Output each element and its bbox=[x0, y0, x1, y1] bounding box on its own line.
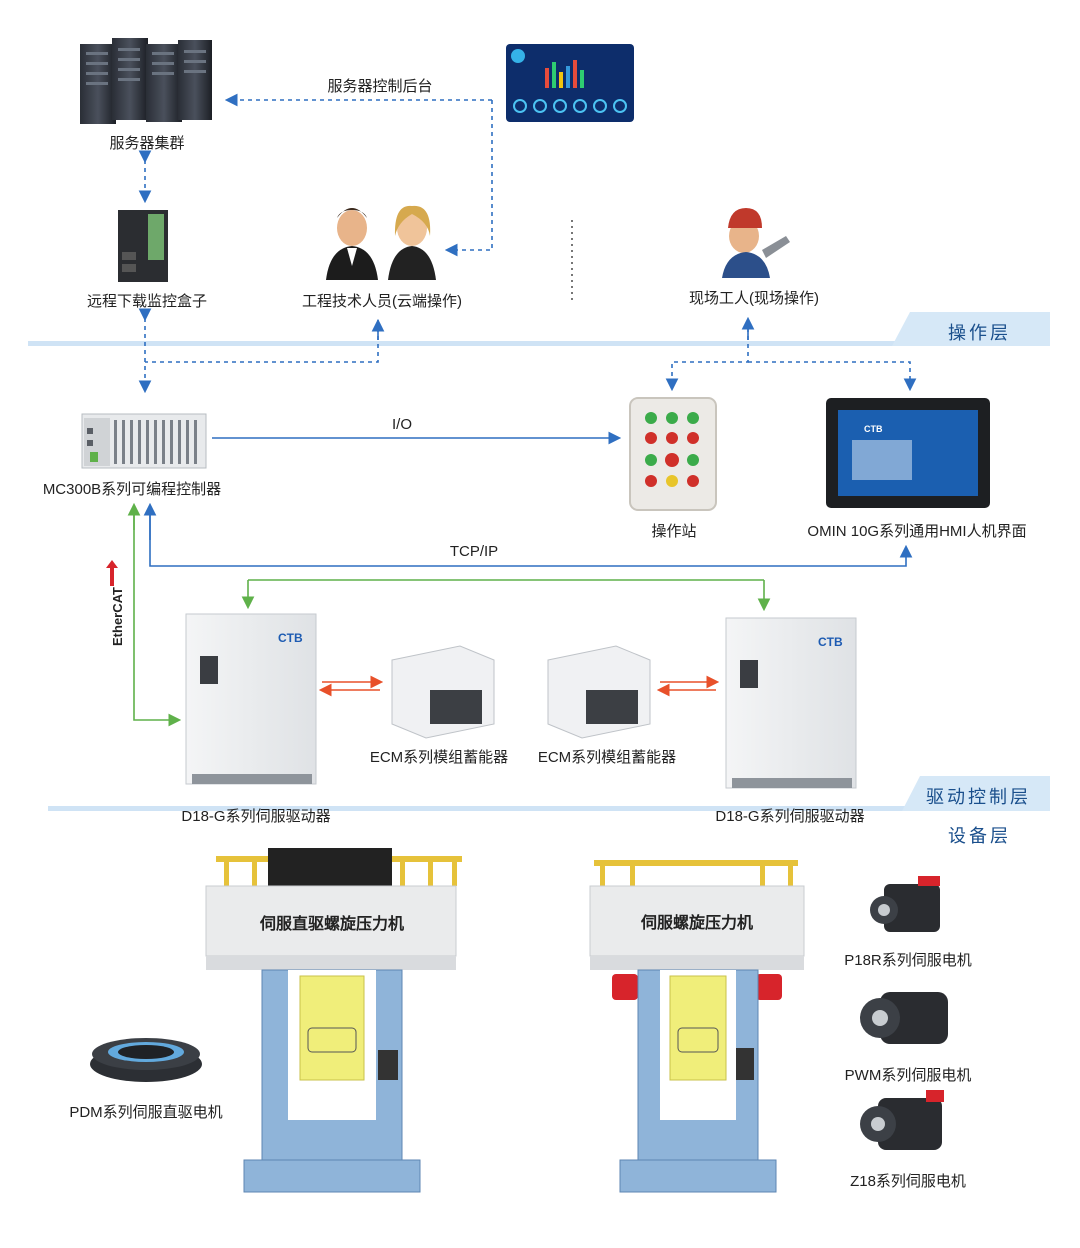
station-label: 操作站 bbox=[651, 523, 697, 540]
dashboard-screen-image bbox=[506, 44, 634, 122]
hmi-label: OMIN 10G系列通用HMI人机界面 bbox=[807, 523, 1027, 540]
drive-right-brand: CTB bbox=[818, 635, 843, 649]
press-left-image bbox=[205, 848, 462, 1193]
server-cluster-image bbox=[80, 38, 212, 124]
operation-layer-label: 操作层 bbox=[948, 323, 1011, 343]
drive-right-image: CTB bbox=[725, 617, 857, 789]
engineers-label: 工程技术人员(云端操作) bbox=[302, 293, 462, 310]
drive-left-brand: CTB bbox=[278, 631, 303, 645]
pdm-motor-image bbox=[90, 1038, 202, 1082]
z18-motor-image bbox=[860, 1090, 944, 1150]
field-worker-image bbox=[722, 208, 790, 278]
hmi-brand-text: CTB bbox=[864, 424, 883, 434]
drive-left-image: CTB bbox=[185, 613, 317, 785]
press-right-title: 伺服螺旋压力机 bbox=[640, 915, 754, 932]
drive-layer-band bbox=[48, 776, 1050, 811]
p18r-motor-image bbox=[870, 876, 940, 932]
z18-motor-label: Z18系列伺服电机 bbox=[850, 1173, 966, 1190]
operation-layer-band bbox=[28, 312, 1050, 346]
engineers-plc-link bbox=[145, 320, 379, 363]
drive-control-layer-label: 驱动控制层 bbox=[926, 787, 1031, 807]
server-backend-label: 服务器控制后台 bbox=[327, 78, 433, 95]
ethercat-line bbox=[133, 510, 182, 727]
engineers-image bbox=[326, 205, 436, 280]
drive-left-label: D18-G系列伺服驱动器 bbox=[181, 808, 331, 825]
tcpip-label: TCP/IP bbox=[449, 543, 499, 560]
backend-to-engineers-arrow bbox=[444, 100, 493, 257]
worker-to-hmi-arrow bbox=[748, 361, 917, 392]
pwm-motor-image bbox=[860, 992, 948, 1044]
ecm-left-image bbox=[391, 645, 495, 739]
p18r-motor-label: P18R系列伺服电机 bbox=[844, 952, 972, 969]
plc-image bbox=[81, 413, 207, 469]
device-layer-label: 设备层 bbox=[948, 826, 1011, 846]
pwm-motor-label: PWM系列伺服电机 bbox=[844, 1067, 972, 1084]
field-worker-label: 现场工人(现场操作) bbox=[689, 290, 819, 307]
drive-right-label: D18-G系列伺服驱动器 bbox=[715, 808, 865, 825]
operation-station-image bbox=[629, 397, 717, 511]
remote-box-label: 远程下载监控盒子 bbox=[86, 293, 208, 310]
io-label: I/O bbox=[391, 416, 413, 433]
press-left-title: 伺服直驱螺旋压力机 bbox=[259, 916, 405, 933]
worker-to-station-hmi bbox=[665, 320, 749, 392]
pdm-motor-label: PDM系列伺服直驱电机 bbox=[69, 1104, 223, 1121]
plc-label: MC300B系列可编程控制器 bbox=[42, 481, 222, 498]
press-right-image bbox=[589, 860, 805, 1193]
ecm-right-image bbox=[547, 645, 651, 739]
ethercat-logo: EtherCAT bbox=[100, 560, 140, 650]
ethercat-text: EtherCAT bbox=[110, 587, 125, 646]
tcpip-line bbox=[149, 512, 913, 567]
hmi-image: CTB bbox=[826, 398, 990, 508]
server-cluster-label: 服务器集群 bbox=[109, 135, 185, 152]
ecm-right-label: ECM系列模组蓄能器 bbox=[537, 749, 677, 766]
ecm-left-label: ECM系列模组蓄能器 bbox=[369, 749, 509, 766]
remote-box-image bbox=[118, 210, 168, 282]
